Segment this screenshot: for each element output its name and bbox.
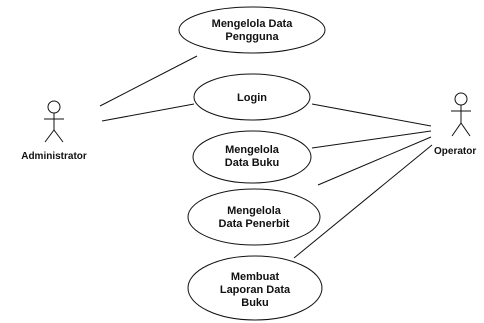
use-case-label-line: Buku [241,297,269,309]
association-line-operator-uc-mengelola-data-penerbit [317,136,432,186]
stick-figure-icon [44,100,64,143]
use-case-label-line: Pengguna [225,31,279,43]
association-lines [99,55,433,259]
association-line-admin-uc-login [101,103,195,122]
association-line-operator-uc-mengelola-data-buku [311,130,432,149]
use-case-login: Login [193,73,311,121]
use-case-label-line: Mengelola [227,205,282,217]
actor-label-administrator: Administrator [21,151,87,162]
use-case-label-line: Data Buku [225,157,279,169]
use-case-label-line: Mengelola [225,144,280,156]
use-case-membuat-laporan-data-buku: Membuat Laporan Data Buku [187,255,323,321]
use-case-label-line: Laporan Data [220,284,291,296]
actor-label-operator: Operator [434,146,476,157]
use-case-label-line: Membuat [231,271,280,283]
use-case-mengelola-data-pengguna: Mengelola Data Pengguna [178,6,326,54]
association-line-admin-uc-mengelola-data-pengguna [99,55,198,107]
actor-operator: Operator [434,92,476,157]
use-case-mengelola-data-penerbit: Mengelola Data Penerbit [187,188,321,246]
association-line-operator-uc-membuat-laporan-data-buku [293,144,433,259]
stick-figure-icon [451,92,471,137]
use-case-label-line: Mengelola Data [212,18,294,30]
use-case-label-line: Login [237,92,267,104]
use-case-label-line: Data Penerbit [219,218,290,230]
actor-administrator: Administrator [21,100,87,162]
association-line-operator-uc-login [311,103,432,127]
use-case-mengelola-data-buku: Mengelola Data Buku [192,130,312,184]
